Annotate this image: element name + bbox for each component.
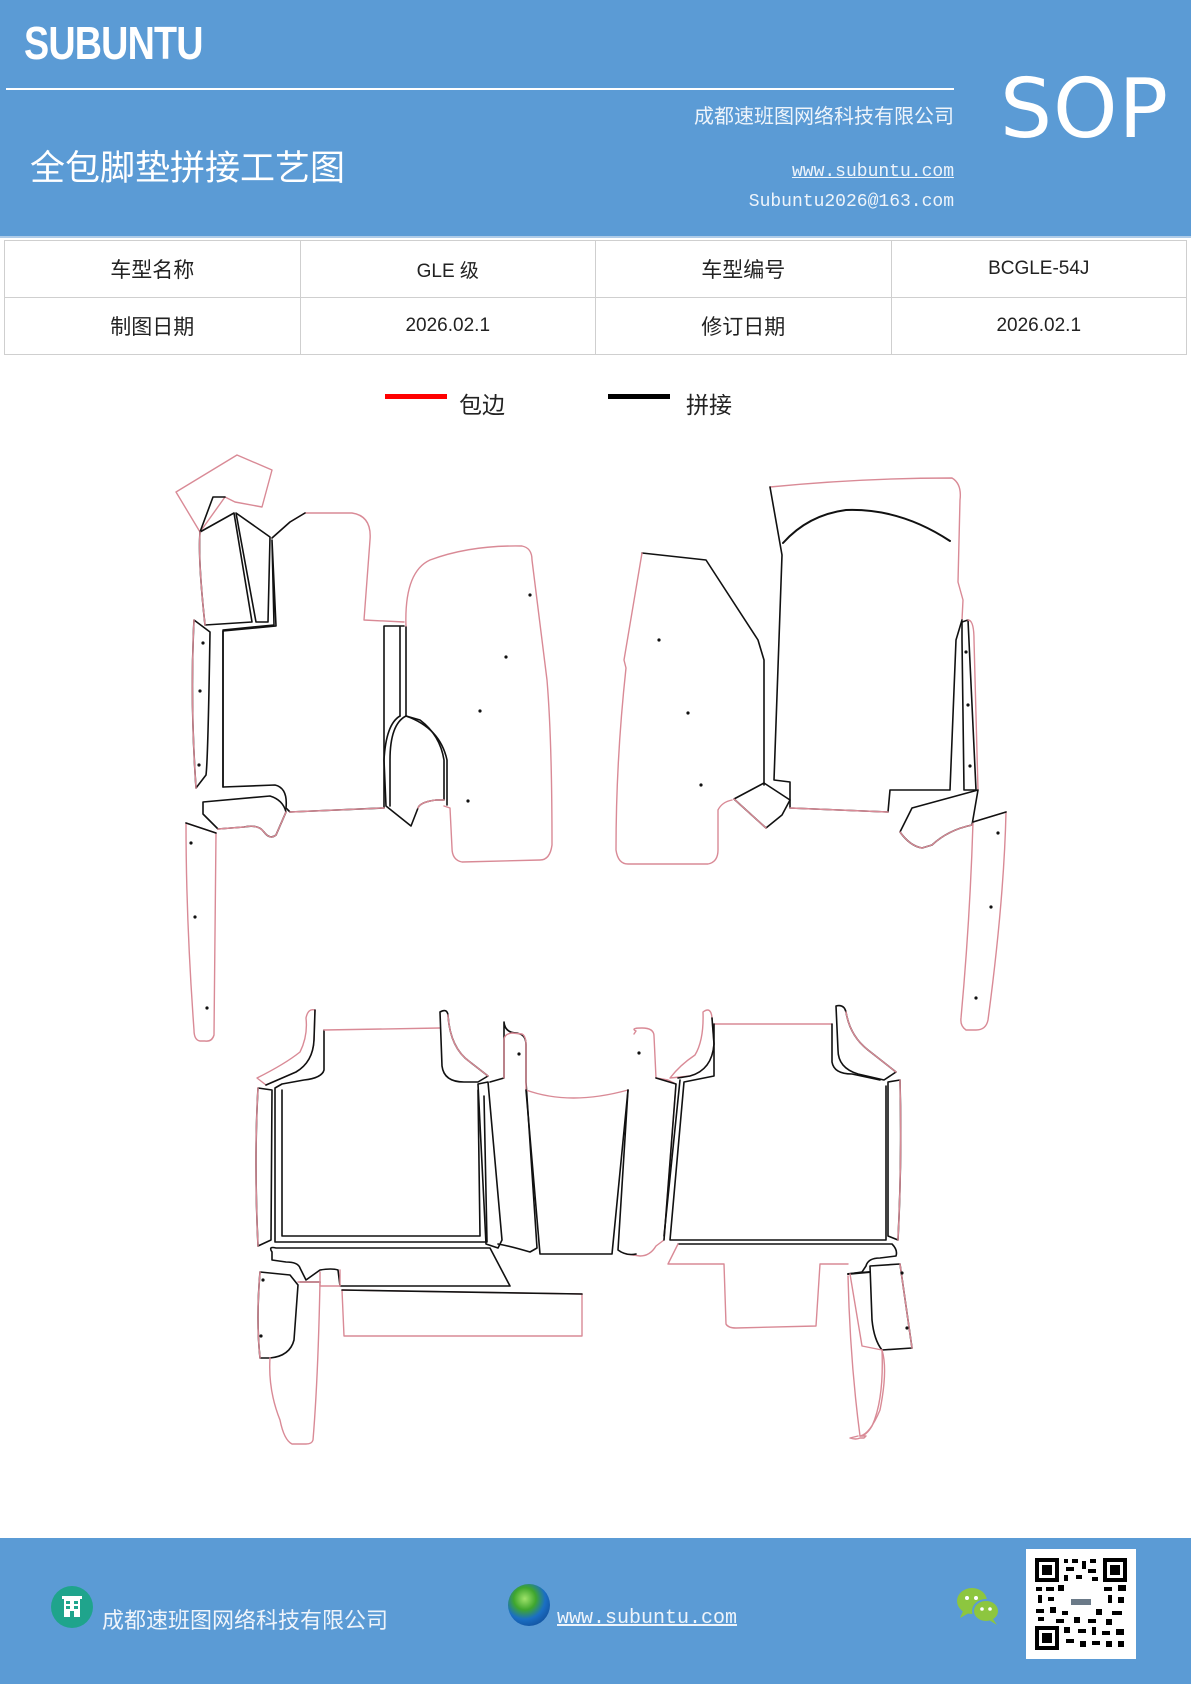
header-divider	[6, 88, 954, 90]
qr-code[interactable]	[1026, 1549, 1136, 1659]
footer-company-name: 成都速班图网络科技有限公司	[102, 1609, 389, 1634]
header-company-name: 成都速班图网络科技有限公司	[694, 104, 954, 128]
header-website-link[interactable]: www.subuntu.com	[791, 162, 954, 182]
legend: 包边 拼接	[0, 392, 1191, 428]
table-row: 车型名称 GLE 级 车型编号 BCGLE-54J	[4, 240, 1187, 298]
front-left-mats	[175, 454, 553, 1042]
cell-label-draw-date: 制图日期	[4, 297, 301, 355]
legend-seam-swatch	[608, 394, 670, 399]
cell-value-model-code: BCGLE-54J	[890, 240, 1187, 298]
brand-logo: SUBUNTU	[24, 17, 203, 69]
front-right-mats	[615, 477, 1007, 1031]
rear-left-mats	[255, 1008, 583, 1445]
cell-label-model-code: 车型编号	[595, 240, 892, 298]
page-title: 全包脚垫拼接工艺图	[30, 149, 346, 189]
cell-value-draw-date: 2026.02.1	[299, 297, 596, 355]
table-row: 制图日期 2026.02.1 修订日期 2026.02.1	[4, 297, 1187, 355]
legend-edging-swatch	[385, 394, 447, 399]
rear-center-mats	[525, 1089, 629, 1255]
doc-type-label: SOP	[1000, 62, 1170, 157]
building-icon	[51, 1586, 93, 1628]
wechat-icon[interactable]	[955, 1585, 1003, 1629]
header-email: Subuntu2026@163.com	[748, 192, 954, 212]
cell-value-revision-date: 2026.02.1	[890, 297, 1187, 355]
globe-icon	[508, 1584, 550, 1626]
cell-label-revision-date: 修订日期	[595, 297, 892, 355]
rear-right-mats	[617, 1004, 913, 1440]
vehicle-info-table: 车型名称 GLE 级 车型编号 BCGLE-54J 制图日期 2026.02.1…	[4, 240, 1187, 355]
header-banner	[0, 0, 1191, 238]
legend-seam-label: 拼接	[686, 393, 732, 419]
cell-label-model-name: 车型名称	[4, 240, 301, 298]
legend-edging-label: 包边	[459, 393, 505, 419]
cell-value-model-name: GLE 级	[299, 240, 596, 298]
footer-website-link[interactable]: www.subuntu.com	[557, 1607, 738, 1630]
